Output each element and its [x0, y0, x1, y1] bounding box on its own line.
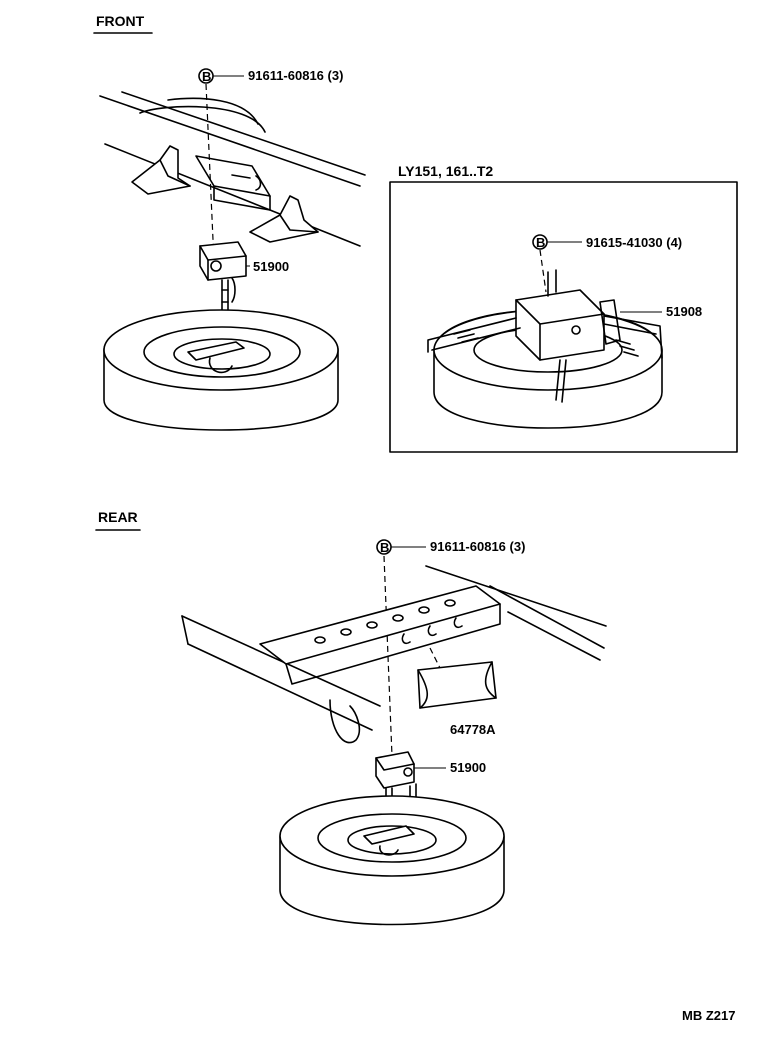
front-carrier-label: 51900	[253, 259, 289, 274]
front-spare-tire	[103, 309, 339, 431]
inset-title: LY151, 161..T2	[398, 163, 493, 179]
rear-carrier-label: 51900	[450, 760, 486, 775]
rear-bracket-label: 64778A	[450, 722, 496, 737]
front-heading: FRONT	[96, 13, 145, 29]
rear-bracket-assembly: 64778A	[417, 647, 497, 737]
inset-bolt-label: 91615-41030 (4)	[586, 235, 682, 250]
front-bolt-label: 91611-60816 (3)	[248, 68, 343, 83]
inset-frame	[389, 181, 738, 453]
inset-assembly-axis	[539, 249, 547, 293]
rear-heading: REAR	[98, 509, 138, 525]
rear-bolt-letter: B	[380, 540, 389, 555]
inset-carrier-label: 51908	[666, 304, 702, 319]
rear-bolt-label: 91611-60816 (3)	[430, 539, 525, 554]
rear-section: REAR B 91611-60816 (3)	[95, 509, 607, 926]
rear-spare-tire	[279, 795, 505, 926]
inset-variant: LY151, 161..T2 B 91615-41030 (4)	[389, 163, 738, 453]
front-bolt-letter: B	[202, 69, 211, 84]
diagram-code: MB Z217	[682, 1008, 735, 1023]
inset-bolt-letter: B	[536, 235, 545, 250]
front-section: FRONT B 91611-60816 (3)	[93, 13, 366, 431]
rear-frame	[181, 565, 607, 744]
inset-carrier-assembly: 51908	[427, 269, 702, 403]
front-frame	[99, 91, 366, 247]
